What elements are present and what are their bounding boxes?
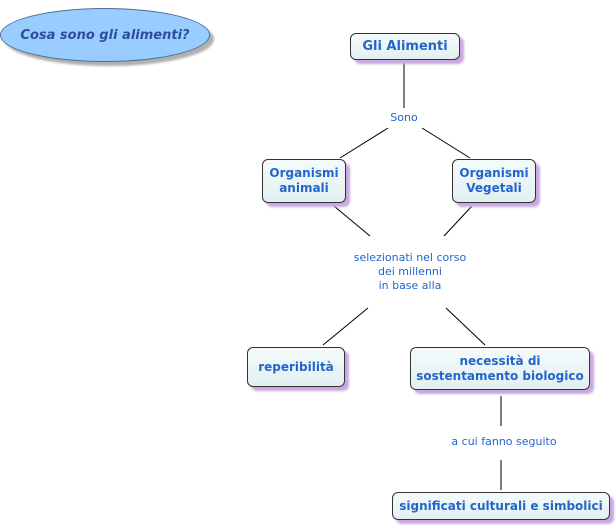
node-organismi-animali-label: Organismi animali (269, 166, 339, 195)
link-sono[interactable]: Sono (384, 108, 432, 134)
line-vegetali-selezionati (443, 205, 473, 237)
line-selezionati-reperibilita (322, 307, 369, 346)
question-bubble: Cosa sono gli alimenti? (0, 8, 210, 62)
node-necessita-label: necessità di sostentamento biologico (416, 353, 584, 383)
node-significati-label: significati culturali e simbolici (399, 498, 603, 513)
node-reperibilita[interactable]: reperibilità (247, 347, 345, 387)
line-animali-selezionati (333, 205, 371, 237)
node-gli-alimenti-label: Gli Alimenti (362, 39, 448, 54)
line-sono-animali (339, 127, 389, 159)
question-text: Cosa sono gli alimenti? (20, 27, 190, 43)
line-selezionati-necessita (445, 307, 486, 346)
node-organismi-animali[interactable]: Organismi animali (262, 159, 346, 203)
link-selezionati[interactable]: selezionati nel corso dei millenni in ba… (340, 238, 488, 312)
node-gli-alimenti[interactable]: Gli Alimenti (350, 33, 460, 60)
link-selezionati-label: selezionati nel corso dei millenni in ba… (353, 251, 467, 292)
node-organismi-vegetali-label: Organismi Vegetali (459, 166, 529, 195)
node-organismi-vegetali[interactable]: Organismi Vegetali (452, 159, 536, 203)
link-a-cui-fanno-seguito[interactable]: a cui fanno seguito (442, 428, 574, 462)
link-sono-label: Sono (390, 111, 418, 124)
node-significati[interactable]: significati culturali e simbolici (392, 492, 610, 520)
link-a-cui-fanno-seguito-label: a cui fanno seguito (451, 435, 557, 448)
line-sono-vegetali (421, 127, 471, 159)
node-reperibilita-label: reperibilità (258, 359, 334, 374)
node-necessita[interactable]: necessità di sostentamento biologico (410, 347, 590, 390)
